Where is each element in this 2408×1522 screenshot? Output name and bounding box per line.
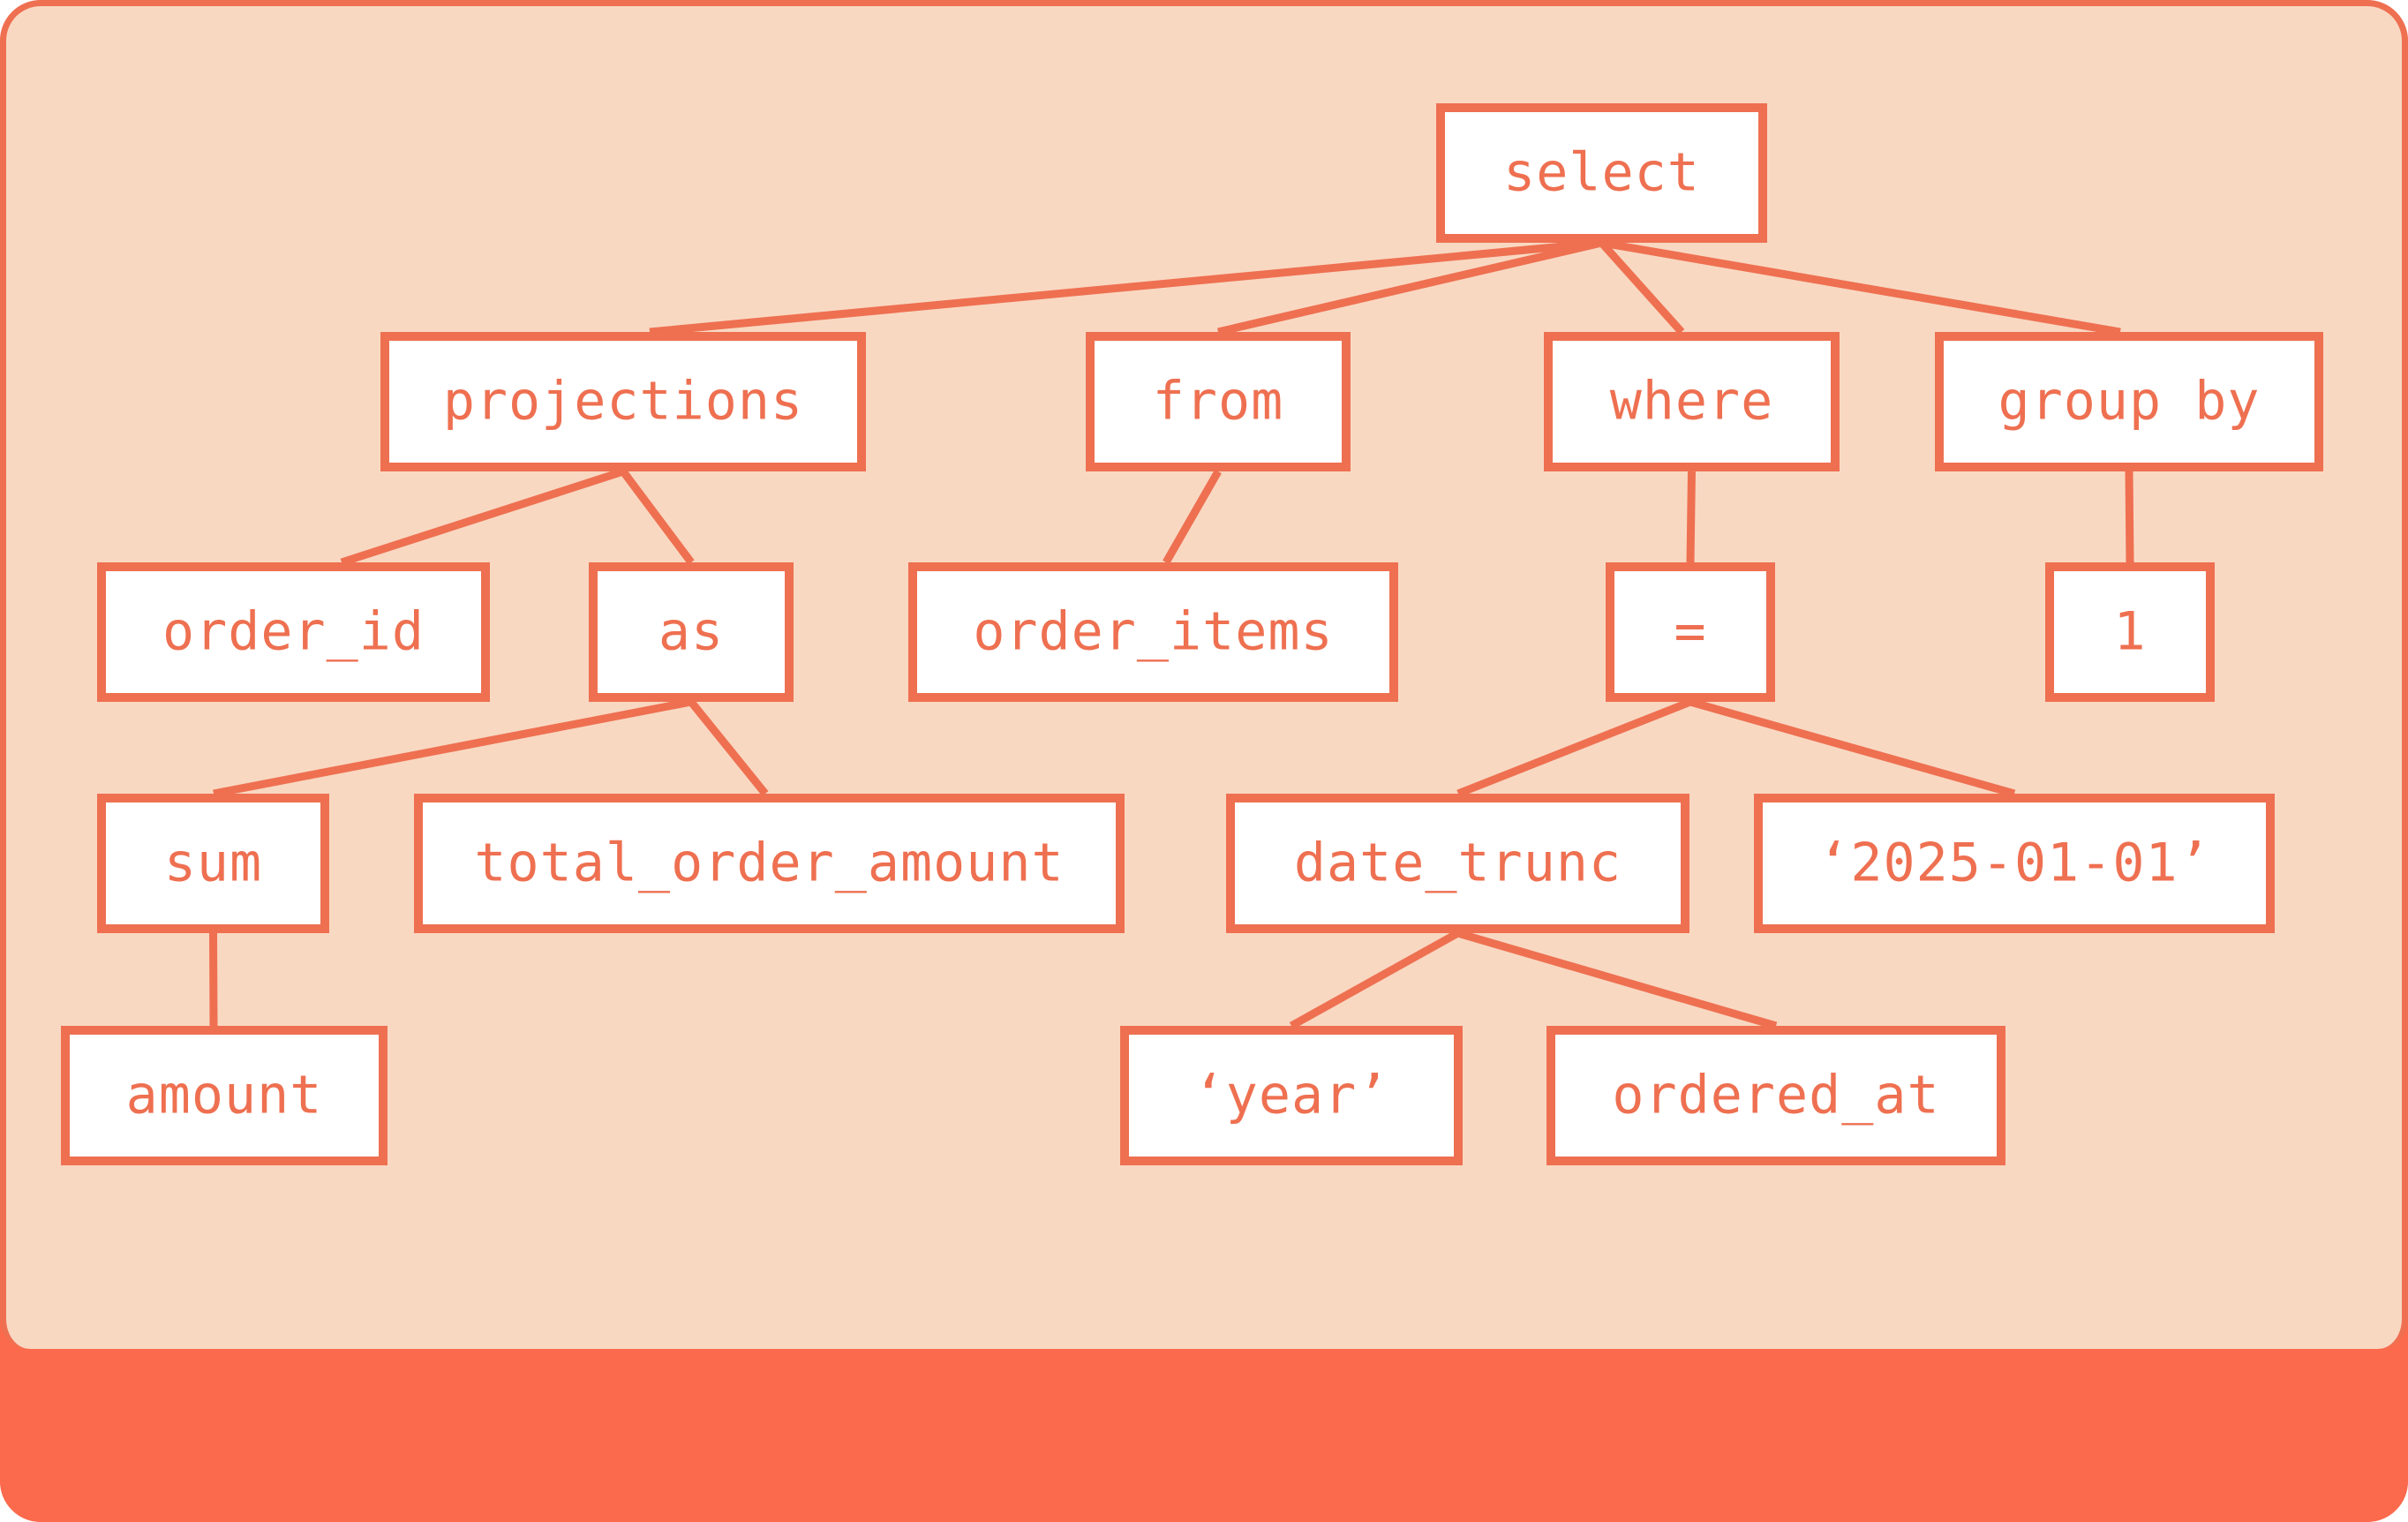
tree-edge-date_trunc-to-year_literal	[1289, 930, 1460, 1029]
tree-node-label: date_trunc	[1294, 833, 1622, 894]
tree-node-box	[1436, 103, 1767, 243]
tree-node-label: ordered_at	[1612, 1065, 1939, 1126]
tree-node-label: 1	[2113, 601, 2146, 663]
tree-edge-projections-to-as	[620, 469, 695, 565]
tree-node-box	[2045, 562, 2215, 702]
tree-node-label: ‘2025-01-01’	[1817, 833, 2210, 894]
tree-node-label: select	[1503, 142, 1700, 204]
tree-node-label: total_order_amount	[474, 833, 1064, 894]
tree-node-box	[1086, 332, 1351, 471]
tree-edge-where-to-eq	[1686, 471, 1696, 563]
tree-node-box	[1546, 1026, 2005, 1165]
tree-node-box	[1120, 1026, 1463, 1165]
tree-node-label: where	[1610, 371, 1774, 433]
tree-node-label: ‘year’	[1193, 1065, 1390, 1126]
tree-edge-eq-to-date_literal	[1689, 697, 2016, 798]
tree-node-ordered_at[interactable]: ordered_at	[1546, 1026, 2005, 1165]
tree-node-order_items[interactable]: order_items	[908, 562, 1398, 702]
tree-edge-date_trunc-to-ordered_at	[1456, 929, 1778, 1030]
tree-node-eq[interactable]: =	[1606, 562, 1775, 702]
tree-node-date_literal[interactable]: ‘2025-01-01’	[1754, 794, 2275, 933]
tree-edge-select-to-projections	[649, 238, 1602, 336]
tree-node-box	[589, 562, 794, 702]
tree-node-total_order_amount[interactable]: total_order_amount	[414, 794, 1125, 933]
tree-node-box	[414, 794, 1125, 933]
tree-node-date_trunc[interactable]: date_trunc	[1226, 794, 1689, 933]
tree-node-label: group by	[1998, 371, 2261, 433]
tree-node-select[interactable]: select	[1436, 103, 1767, 243]
tree-edge-eq-to-date_trunc	[1456, 697, 1692, 798]
tree-node-box	[380, 332, 866, 471]
tree-nodes-group: select projections from where group by order_…	[61, 103, 2323, 1165]
tree-node-box	[97, 794, 329, 933]
tree-edge-group_by-to-one	[2125, 471, 2134, 563]
tree-edge-as-to-sum	[213, 697, 692, 798]
tree-node-box	[61, 1026, 388, 1165]
tree-node-label: projections	[443, 371, 803, 433]
tree-edge-projections-to-order_id	[340, 467, 625, 567]
tree-node-group_by[interactable]: group by	[1935, 332, 2323, 471]
tree-node-box	[1544, 332, 1840, 471]
tree-node-where[interactable]: where	[1544, 332, 1840, 471]
tree-node-box	[908, 562, 1398, 702]
tree-node-box	[1226, 794, 1689, 933]
tree-node-box	[97, 562, 490, 702]
footer-bar: Syntax Tree	[0, 1349, 2408, 1522]
tree-node-box	[1935, 332, 2323, 471]
tree-node-label: as	[658, 601, 724, 663]
tree-node-one[interactable]: 1	[2045, 562, 2215, 702]
tree-node-label: order_id	[162, 601, 425, 663]
tree-node-box	[1606, 562, 1775, 702]
tree-node-order_id[interactable]: order_id	[97, 562, 490, 702]
tree-edge-select-to-group_by	[1600, 238, 2121, 336]
tree-node-from[interactable]: from	[1086, 332, 1351, 471]
tree-node-sum[interactable]: sum	[97, 794, 329, 933]
tree-node-label: from	[1153, 371, 1284, 433]
tree-node-label: sum	[164, 833, 262, 894]
tree-edge-select-to-from	[1216, 238, 1603, 336]
tree-node-year_literal[interactable]: ‘year’	[1120, 1026, 1463, 1165]
tree-edge-select-to-where	[1599, 239, 1685, 335]
diagram-panel: select projections from where group by order_…	[0, 0, 2408, 1349]
tree-node-label: amount	[126, 1065, 323, 1126]
tree-edge-as-to-total_order_amount	[688, 699, 769, 796]
tree-edge-from-to-order_items	[1163, 469, 1222, 565]
tree-node-as[interactable]: as	[589, 562, 794, 702]
syntax-tree-graph: select projections from where group by order_…	[61, 103, 2323, 1165]
tree-edges-group	[209, 238, 2134, 1030]
tree-node-amount[interactable]: amount	[61, 1026, 388, 1165]
tree-node-label: =	[1674, 601, 1706, 663]
tree-node-projections[interactable]: projections	[380, 332, 866, 471]
tree-node-box	[1754, 794, 2275, 933]
tree-node-label: order_items	[973, 601, 1333, 663]
